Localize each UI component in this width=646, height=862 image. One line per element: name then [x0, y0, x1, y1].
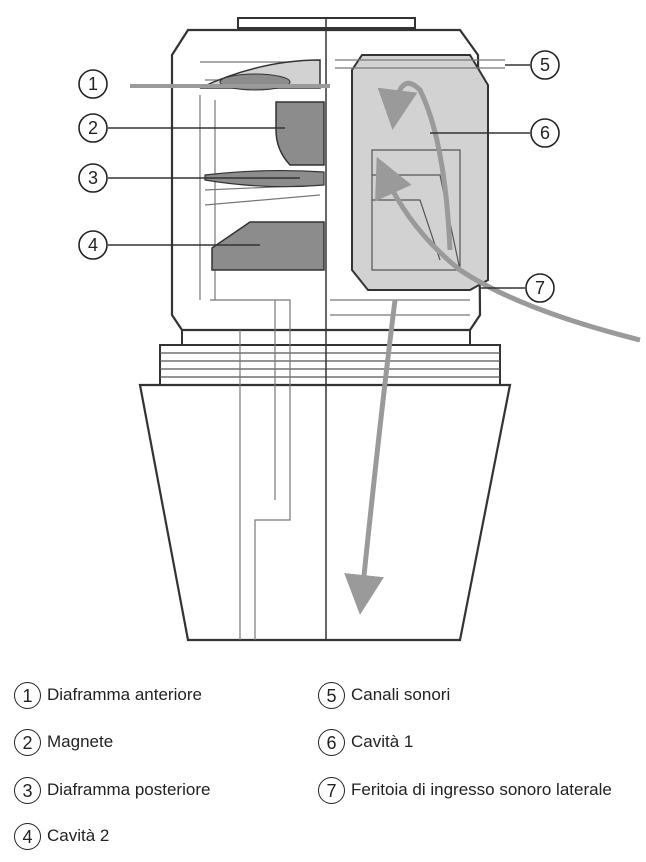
callout-5: 5 — [530, 50, 560, 80]
callout-6: 6 — [530, 118, 560, 148]
legend-label: Diaframma posteriore — [47, 780, 211, 799]
legend-label: Feritoia di ingresso sonoro laterale — [351, 780, 612, 799]
legend-label: Diaframma anteriore — [47, 685, 202, 704]
legend-item-7: 7 Feritoia di ingresso sonoro laterale — [318, 777, 641, 804]
legend-item-2: 2 Magnete — [14, 729, 113, 756]
legend-number: 1 — [14, 682, 41, 709]
cavity-2 — [211, 221, 325, 271]
legend-number: 4 — [14, 823, 41, 850]
microphone-cross-section-diagram: 1 2 3 4 5 6 7 — [78, 17, 641, 642]
sound-path-arrow-inside — [377, 80, 453, 251]
callout-1-label: 1 — [88, 74, 98, 94]
legend-item-5: 5 Canali sonori — [318, 682, 450, 709]
callout-2-label: 2 — [88, 118, 98, 138]
interior-right-details — [330, 299, 470, 316]
legend-number: 2 — [14, 729, 41, 756]
collar-neck — [181, 330, 471, 345]
callout-3: 3 — [78, 163, 108, 193]
leader-lines — [108, 64, 530, 289]
sound-path-arrow-down — [344, 299, 398, 615]
threaded-collar — [159, 344, 501, 386]
legend-item-4: 4 Cavità 2 — [14, 823, 109, 850]
legend-number: 5 — [318, 682, 345, 709]
legend-item-6: 6 Cavità 1 — [318, 729, 413, 756]
lower-body — [138, 383, 512, 642]
thread-lines — [160, 352, 500, 378]
legend-item-3: 3 Diaframma posteriore — [14, 777, 210, 804]
callout-7: 7 — [525, 273, 555, 303]
legend-label: Cavità 2 — [47, 826, 110, 845]
legend-number: 6 — [318, 729, 345, 756]
callout-6-label: 6 — [540, 123, 550, 143]
callout-4: 4 — [78, 230, 108, 260]
legend-label: Canali sonori — [351, 685, 451, 704]
sound-channels — [335, 59, 505, 69]
callout-5-label: 5 — [540, 55, 550, 75]
callout-4-label: 4 — [88, 235, 98, 255]
magnet — [275, 101, 325, 166]
legend-label: Magnete — [47, 732, 114, 751]
legend-number: 7 — [318, 777, 345, 804]
legend: 1 Diaframma anteriore 2 Magnete 3 Diafra… — [0, 660, 646, 860]
callout-3-label: 3 — [88, 168, 98, 188]
callout-1: 1 — [78, 69, 108, 99]
legend-number: 3 — [14, 777, 41, 804]
callout-7-label: 7 — [535, 278, 545, 298]
sound-path-arrow-side — [375, 156, 641, 343]
callout-2: 2 — [78, 113, 108, 143]
legend-item-1: 1 Diaframma anteriore — [14, 682, 202, 709]
legend-label: Cavità 1 — [351, 732, 414, 751]
